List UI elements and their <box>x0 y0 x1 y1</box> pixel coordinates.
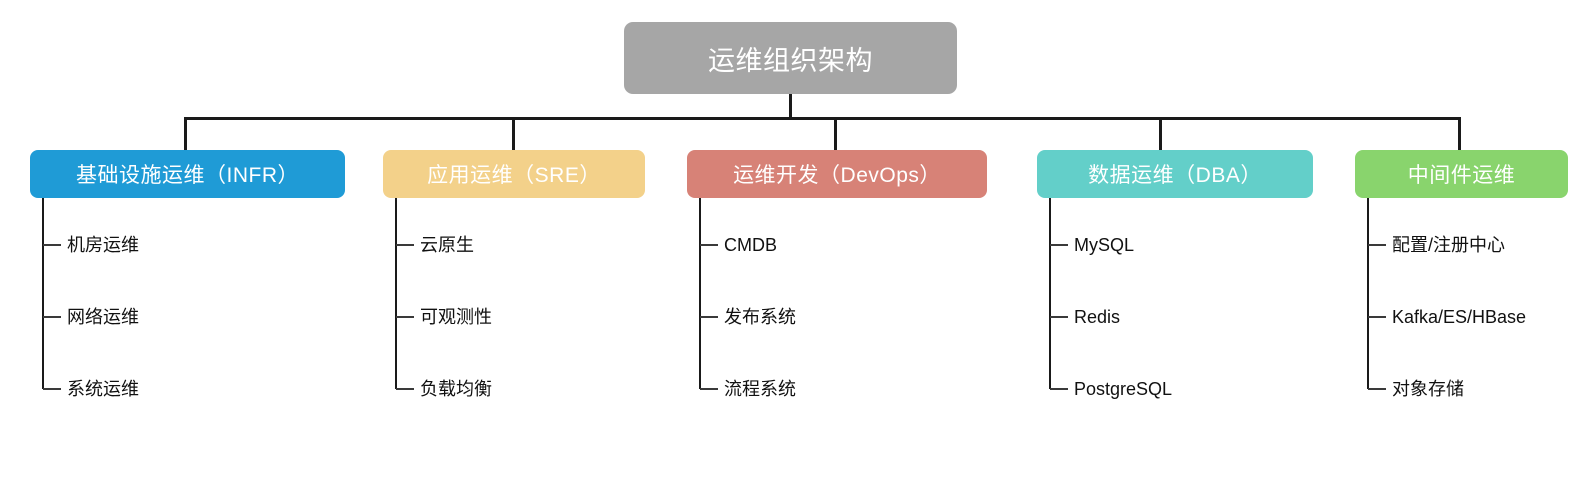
root-node[interactable]: 运维组织架构 <box>624 22 957 94</box>
branch-node-1[interactable]: 基础设施运维（INFR） <box>30 150 345 198</box>
child-trunk-connector <box>1366 198 1369 389</box>
branch-stem-connector <box>833 117 837 150</box>
child-node-label[interactable]: 云原生 <box>420 235 474 255</box>
child-tick-connector <box>700 388 718 390</box>
child-tick-connector <box>700 244 718 246</box>
child-tick-connector <box>1050 388 1068 390</box>
child-node-label[interactable]: Redis <box>1074 307 1121 327</box>
child-node-label[interactable]: CMDB <box>724 235 777 255</box>
child-tick-connector <box>700 316 718 318</box>
branch-node-3[interactable]: 运维开发（DevOps） <box>687 150 987 198</box>
child-node-label[interactable]: 流程系统 <box>724 379 796 399</box>
child-tick-connector <box>43 316 61 318</box>
child-node-label[interactable]: PostgreSQL <box>1074 379 1173 399</box>
child-node-label[interactable]: 网络运维 <box>67 307 139 327</box>
child-node-label[interactable]: MySQL <box>1074 235 1135 255</box>
root-stem-connector <box>789 94 792 117</box>
branch-node-5[interactable]: 中间件运维 <box>1355 150 1568 198</box>
branch-stem-connector <box>511 117 515 150</box>
child-trunk-connector <box>41 198 44 389</box>
child-node-label[interactable]: 机房运维 <box>67 235 139 255</box>
child-trunk-connector <box>1048 198 1051 389</box>
branch-node-4[interactable]: 数据运维（DBA） <box>1037 150 1313 198</box>
child-tick-connector <box>1050 316 1068 318</box>
child-trunk-connector <box>698 198 701 389</box>
child-node-label[interactable]: 负载均衡 <box>420 379 492 399</box>
branch-stem-connector <box>1457 117 1461 150</box>
child-tick-connector <box>43 388 61 390</box>
child-trunk-connector <box>394 198 397 389</box>
child-node-label[interactable]: 系统运维 <box>67 379 139 399</box>
branch-stem-connector <box>1158 117 1162 150</box>
distribution-bar <box>185 117 1459 120</box>
child-node-label[interactable]: 发布系统 <box>724 307 796 327</box>
child-node-label[interactable]: Kafka/ES/HBase <box>1392 307 1527 327</box>
branch-stem-connector <box>183 117 187 150</box>
child-tick-connector <box>1368 316 1386 318</box>
child-tick-connector <box>43 244 61 246</box>
child-tick-connector <box>1050 244 1068 246</box>
branch-node-2[interactable]: 应用运维（SRE） <box>383 150 645 198</box>
child-tick-connector <box>1368 388 1386 390</box>
child-tick-connector <box>1368 244 1386 246</box>
child-node-label[interactable]: 对象存储 <box>1392 379 1464 399</box>
child-node-label[interactable]: 可观测性 <box>420 307 492 327</box>
child-tick-connector <box>396 388 414 390</box>
child-tick-connector <box>396 316 414 318</box>
child-node-label[interactable]: 配置/注册中心 <box>1392 235 1506 255</box>
child-tick-connector <box>396 244 414 246</box>
